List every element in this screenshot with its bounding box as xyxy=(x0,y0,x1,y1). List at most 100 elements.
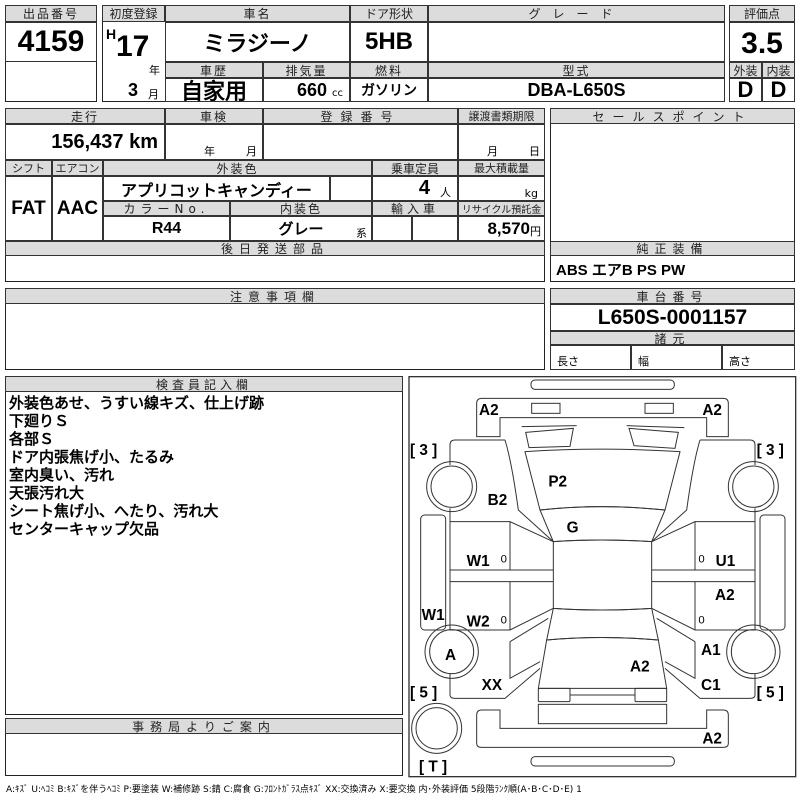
inspection-year-unit: 年 xyxy=(204,145,215,158)
capacity-unit: 人 xyxy=(440,185,451,199)
damage-mark: U1 xyxy=(716,553,736,570)
int-score: D xyxy=(762,78,795,102)
inspector-notes: 外装色あせ、うすい線キズ、仕上げ跡 下廻りＳ 各部Ｓ ドア内張焦げ小、たるみ 室… xyxy=(9,394,264,538)
damage-mark: A2 xyxy=(630,659,650,676)
damage-mark: A xyxy=(445,647,456,664)
inspector-label: 検査員記入欄 xyxy=(5,376,403,392)
ext-color-extra xyxy=(330,176,372,201)
mileage-label: 走行 xyxy=(5,108,165,124)
import-label: 輸入車 xyxy=(372,201,458,216)
rear-bumper xyxy=(476,709,729,748)
ext-color-label: 外装色 xyxy=(103,160,372,176)
door-mark: 0 xyxy=(698,554,704,566)
lot-number: 4159 xyxy=(5,22,97,62)
diagram-frame xyxy=(408,376,797,778)
reg-no-value xyxy=(263,124,458,160)
score-label: 評価点 xyxy=(729,5,795,22)
shift-label: シフト xyxy=(5,160,52,176)
damage-mark: W2 xyxy=(467,614,490,631)
length-label: 長さ xyxy=(550,345,631,370)
note-line: 室内臭い、汚れ xyxy=(9,466,115,484)
score-value: 3.5 xyxy=(729,22,795,62)
grade-label: グレード xyxy=(428,5,725,22)
car-name-label: 車名 xyxy=(165,5,350,22)
door-label: ドア形状 xyxy=(350,5,428,22)
later-parts-label: 後日発送部品 xyxy=(5,241,545,256)
headlights xyxy=(525,427,679,449)
tire-rating: [ 3 ] xyxy=(757,442,784,459)
car-damage-diagram: A2 A2 [ 3 ] [ 3 ] P2 B2 G W1 0 U1 0 A2 W… xyxy=(408,376,797,778)
inspection-month-unit: 月 xyxy=(246,145,257,158)
transfer-day-unit: 日 xyxy=(529,145,540,158)
damage-mark: A2 xyxy=(702,730,722,747)
note-line: センターキャップ欠品 xyxy=(9,520,160,538)
note-line: 各部Ｓ xyxy=(9,430,55,448)
inspection-cell: 年月 xyxy=(165,124,263,160)
transfer-cell: 月日 xyxy=(458,124,545,160)
grade-value xyxy=(428,22,725,62)
office-label: 事務局よりご案内 xyxy=(5,718,403,734)
damage-mark: XX xyxy=(482,677,503,694)
damage-mark: W1 xyxy=(467,553,490,570)
transfer-label: 譲渡書類期限 xyxy=(458,108,545,124)
damage-mark: A2 xyxy=(715,587,735,604)
color-no-value: R44 xyxy=(103,216,230,241)
legend: A:ｷｽﾞ U:ﾍｺﾐ B:ｷｽﾞを伴うﾍｺﾐ P:要塗装 W:補修跡 S:錆 … xyxy=(6,785,582,795)
recycle-label: リサイクル預託金 xyxy=(458,201,545,216)
note-line: 天張汚れ大 xyxy=(9,484,85,502)
roof xyxy=(552,539,653,611)
windshield xyxy=(539,506,666,543)
left-front-fender xyxy=(449,439,554,543)
car-name: ミラジーノ xyxy=(165,22,350,62)
tire-rating: [ 5 ] xyxy=(410,685,437,702)
color-no-label: カラーNo. xyxy=(103,201,230,216)
door-mark: 0 xyxy=(501,554,507,566)
model-value: DBA-L650S xyxy=(428,78,725,102)
specs-label: 諸元 xyxy=(550,331,795,345)
max-load-label: 最大積載量 xyxy=(458,160,545,176)
reg-no-label: 登録番号 xyxy=(263,108,458,124)
right-doors xyxy=(651,521,756,631)
note-line: シート焦げ小、へたり、汚れ大 xyxy=(9,502,219,520)
damage-mark: A1 xyxy=(701,642,721,659)
recycle-value: 8,570 xyxy=(487,218,530,238)
height-label: 高さ xyxy=(722,345,795,370)
front-bar xyxy=(530,379,675,390)
trunk xyxy=(537,637,668,689)
lot-label: 出品番号 xyxy=(5,5,97,22)
shift-value: FAT xyxy=(5,176,52,241)
int-color-cell: グレー系 xyxy=(230,216,372,241)
tire-rating: [ 3 ] xyxy=(410,442,437,459)
damage-mark: W1 xyxy=(422,607,445,624)
damage-mark: A2 xyxy=(479,402,499,419)
import-cell-1 xyxy=(372,216,412,241)
rear-bar xyxy=(530,756,675,767)
displacement-unit: cc xyxy=(332,87,343,99)
model-label: 型式 xyxy=(428,62,725,78)
damage-mark: A2 xyxy=(702,402,722,419)
int-color-suffix: 系 xyxy=(356,227,367,240)
ac-label: エアコン xyxy=(52,160,103,176)
right-rear-fender xyxy=(656,617,756,699)
fuel-label: 燃料 xyxy=(350,62,428,78)
reg-year: 17 xyxy=(116,30,150,63)
caution-label: 注意事項欄 xyxy=(5,288,545,304)
history-value: 自家用 xyxy=(165,78,263,102)
sales-point-label: セールスポイント xyxy=(550,108,795,124)
door-type: 5HB xyxy=(350,22,428,62)
max-load-unit: kg xyxy=(458,176,545,201)
rear-window xyxy=(546,607,659,641)
note-line: ドア内張焦げ小、たるみ xyxy=(9,448,175,466)
transfer-month-unit: 月 xyxy=(487,145,498,158)
reg-month: 3 xyxy=(128,80,139,100)
fuel-value: ガソリン xyxy=(350,78,428,102)
mileage-value: 156,437 km xyxy=(5,124,165,160)
capacity-label: 乗車定員 xyxy=(372,160,458,176)
int-color-label: 内装色 xyxy=(230,201,372,216)
ext-color-value: アプリコットキャンディー xyxy=(103,176,330,201)
spare-tire-rating: [ T ] xyxy=(419,759,447,776)
note-line: 下廻りＳ xyxy=(9,412,70,430)
door-mark: 0 xyxy=(501,614,507,626)
